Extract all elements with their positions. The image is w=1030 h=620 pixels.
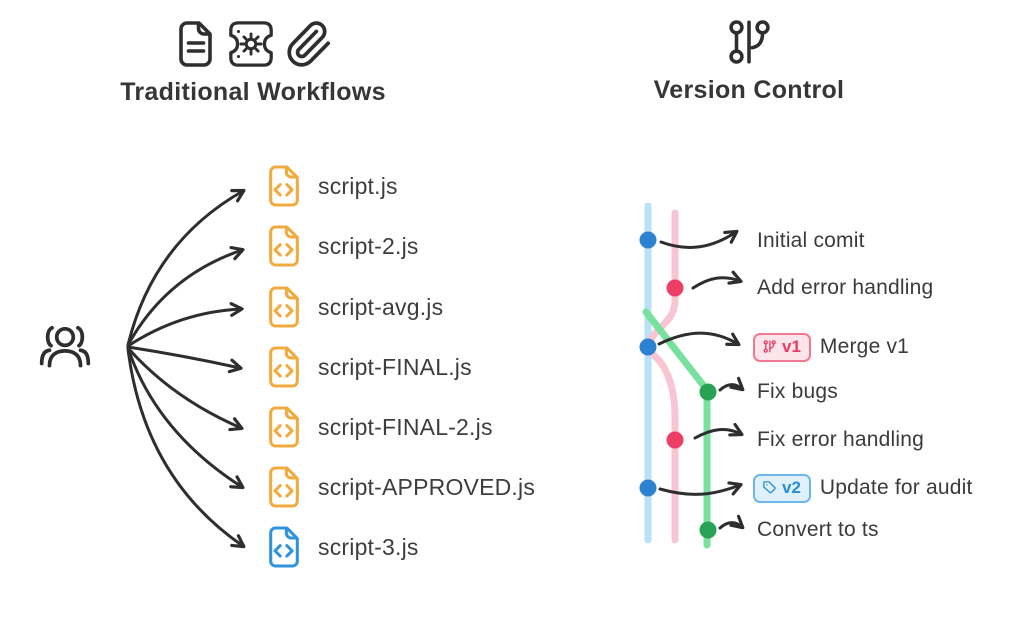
fan-arrows [126, 188, 246, 549]
settings-box-icon [226, 18, 276, 70]
commit-dot-update-for-audit [639, 479, 657, 497]
commit-label: Fix error handling [757, 428, 925, 451]
commit-arrows [657, 229, 745, 530]
commit-dot-convert-to-ts [699, 521, 717, 539]
traditional-workflows-icons [83, 18, 423, 70]
commit-label: Merge v1 [819, 335, 910, 358]
file-name: script-FINAL.js [318, 353, 472, 380]
code-file-icon [269, 286, 299, 328]
file-name: script-3.js [318, 533, 419, 560]
commit-label: Add error handling [757, 276, 934, 299]
code-file-icon [269, 165, 299, 207]
file-name: script-APPROVED.js [318, 473, 536, 500]
commit-label: Update for audit [819, 476, 973, 499]
file-name: script-FINAL-2.js [318, 413, 493, 440]
code-file-icon [269, 466, 299, 508]
commit-label: Convert to ts [757, 518, 879, 541]
code-file-icon [269, 526, 299, 568]
commit-row: Initial comit [757, 225, 865, 257]
commit-row: v1 Merge v1 [753, 331, 909, 363]
traditional-workflows-header: Traditional Workflows [83, 18, 423, 107]
version-control-icons [599, 16, 899, 68]
version-badge-v1: v1 [753, 332, 811, 362]
commit-dot-fix-bugs [699, 383, 717, 401]
lane-feature-pink-bottom [647, 349, 679, 544]
commit-dot-initial [639, 231, 657, 249]
commit-row: Fix error handling [757, 424, 924, 456]
file-row: script-FINAL.js [265, 344, 472, 390]
commit-label: Initial comit [757, 229, 865, 252]
commit-row: Fix bugs [757, 376, 838, 408]
code-file-icon [269, 346, 299, 388]
tag-icon [763, 481, 776, 494]
document-icon [173, 18, 219, 70]
left-panel-title: Traditional Workflows [120, 78, 386, 106]
paperclip-icon [283, 19, 333, 69]
commit-dot-merge-v1 [639, 338, 657, 356]
file-name: script.js [318, 172, 398, 199]
file-row: script-APPROVED.js [265, 464, 535, 510]
commit-row: v2 Update for audit [753, 472, 973, 504]
file-name: script-avg.js [318, 293, 444, 320]
file-row: script-3.js [265, 524, 419, 570]
file-row: script-FINAL-2.js [265, 404, 493, 450]
file-name: script-2.js [318, 232, 419, 259]
commit-row: Add error handling [757, 272, 933, 304]
badge-text: v2 [782, 477, 801, 497]
commit-label: Fix bugs [757, 380, 838, 403]
file-row: script-avg.js [265, 284, 443, 330]
code-file-icon [269, 225, 299, 267]
commit-dot-fix-error-handling [666, 431, 684, 449]
version-control-header: Version Control [599, 16, 899, 105]
people-group-icon [36, 320, 94, 378]
badge-text: v1 [782, 336, 801, 356]
git-branch-icon [724, 16, 774, 68]
git-branch-icon [763, 340, 776, 353]
commit-dot-add-error-handling [666, 279, 684, 297]
file-row: script.js [265, 163, 398, 209]
commit-dots [639, 231, 717, 539]
commit-row: Convert to ts [757, 514, 879, 546]
code-file-icon [269, 406, 299, 448]
right-panel-title: Version Control [653, 76, 845, 104]
version-badge-v2: v2 [753, 473, 811, 503]
file-row: script-2.js [265, 223, 419, 269]
